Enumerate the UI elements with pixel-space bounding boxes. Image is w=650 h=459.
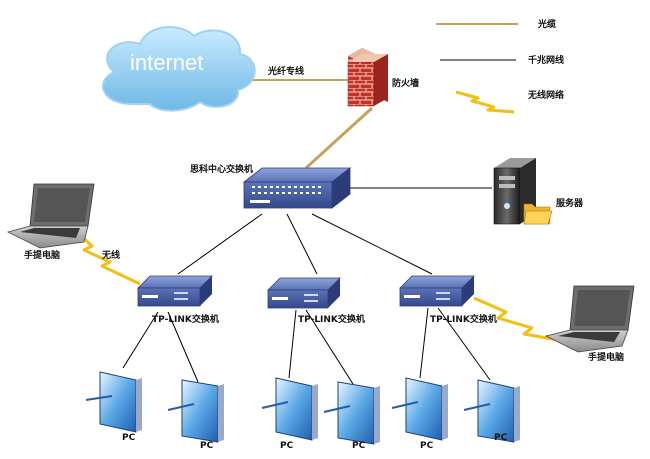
gigabit-link-sw1-pc1 bbox=[122, 311, 159, 369]
internet-label: internet bbox=[130, 50, 203, 75]
legend-fiber-label: 光缆 bbox=[537, 18, 556, 30]
gigabit-link-sw2-pc3 bbox=[288, 309, 297, 379]
access-switch-2-label: TP-LINK交换机 bbox=[298, 313, 365, 325]
pc-3-label: PC bbox=[280, 441, 294, 451]
pc-5-icon bbox=[391, 377, 448, 441]
pc-5-label: PC bbox=[420, 441, 434, 451]
folder-icon bbox=[523, 203, 553, 225]
server-icon bbox=[493, 158, 553, 225]
firewall-label: 防火墙 bbox=[392, 77, 419, 89]
pc-1-label: PC bbox=[122, 433, 136, 443]
pc-4-icon bbox=[323, 381, 380, 445]
access-switch-2-icon bbox=[267, 277, 341, 309]
gigabit-link-sw1-pc2 bbox=[167, 311, 199, 383]
laptop-right-icon bbox=[544, 285, 635, 353]
firewall-icon bbox=[347, 48, 388, 107]
access-switch-1-icon bbox=[137, 275, 213, 307]
fiber-link-firewall-core bbox=[304, 106, 374, 170]
core-switch-label: 思科中心交换机 bbox=[190, 163, 253, 175]
laptop-right-label: 手提电脑 bbox=[588, 351, 624, 363]
fiber-line-label: 光纤专线 bbox=[267, 65, 304, 77]
pc-3-icon bbox=[261, 377, 318, 441]
gigabit-link-sw3-pc5 bbox=[419, 307, 429, 379]
pc-2-label: PC bbox=[200, 441, 214, 451]
pc-4-label: PC bbox=[352, 441, 366, 451]
access-switch-3-icon bbox=[399, 275, 475, 307]
pc-1-icon bbox=[85, 371, 142, 433]
links bbox=[76, 79, 559, 385]
pc-2-icon bbox=[167, 379, 224, 443]
gigabit-link-core-sw1 bbox=[177, 213, 263, 275]
legend: 光缆 千兆网线 无线网络 bbox=[436, 18, 564, 114]
internet-cloud-icon: internet bbox=[102, 25, 256, 112]
gigabit-link-core-sw3 bbox=[311, 213, 433, 275]
core-switch-icon bbox=[242, 167, 352, 209]
wireless-link-right bbox=[473, 296, 559, 342]
laptop-left-icon bbox=[6, 183, 95, 249]
access-switch-1-label: TP-LINK交换机 bbox=[152, 313, 219, 325]
legend-gigabit-label: 千兆网线 bbox=[528, 54, 564, 66]
gigabit-link-core-sw2 bbox=[286, 213, 318, 275]
pc-6-icon bbox=[463, 379, 520, 443]
laptop-left-label: 手提电脑 bbox=[24, 249, 60, 261]
gigabit-link-sw2-pc4 bbox=[305, 309, 354, 385]
legend-wireless-swatch bbox=[455, 90, 515, 114]
legend-wireless-label: 无线网络 bbox=[527, 89, 564, 101]
wireless-link-left bbox=[76, 231, 141, 286]
wireless-link-label: 无线 bbox=[101, 249, 120, 261]
access-switch-3-label: TP-LINK交换机 bbox=[430, 313, 497, 325]
gigabit-link-sw3-pc6 bbox=[437, 307, 491, 381]
pc-6-label: PC bbox=[494, 433, 508, 443]
server-label: 服务器 bbox=[556, 197, 584, 209]
